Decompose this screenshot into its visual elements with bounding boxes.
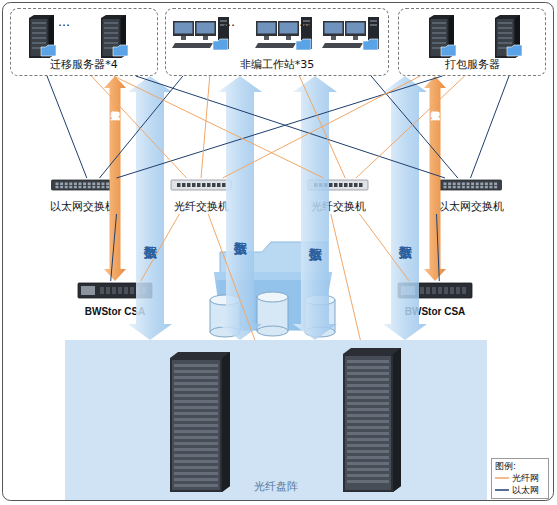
legend-line	[495, 477, 509, 479]
node-label: 打包服务器	[399, 57, 545, 72]
thin-line-layer	[47, 76, 509, 340]
node-label: 光纤盘阵	[65, 479, 487, 494]
fibre-link	[141, 214, 180, 281]
fc-disk-array-art	[65, 340, 487, 500]
node-label: 非编工作站*35	[166, 57, 388, 72]
link-line	[111, 214, 117, 281]
fibre-link	[331, 214, 361, 340]
link-line	[331, 214, 361, 340]
ethernet-link	[47, 76, 87, 178]
legend-box: 图例:光纤网以太网	[491, 458, 549, 499]
ethernet-link	[100, 76, 183, 178]
server-group: 迁移服务器*4	[10, 8, 158, 76]
fibre-link	[360, 214, 410, 281]
fc-switch: 光纤交换机	[165, 178, 237, 214]
link-line	[371, 76, 458, 178]
link-line	[356, 76, 465, 178]
link-line	[47, 76, 87, 178]
fibre-link	[91, 76, 186, 178]
thick-arrow-layer	[104, 76, 446, 340]
legend-line-sample	[495, 475, 509, 481]
ethernet-link	[471, 76, 510, 178]
legend-line-sample	[495, 487, 509, 493]
csa-server: BWStor CSA	[392, 281, 478, 317]
metadata-flow-arrow	[424, 76, 446, 281]
link-line	[114, 76, 324, 178]
link-line	[117, 76, 443, 178]
link-line	[360, 214, 410, 281]
legend-text: 以太网	[512, 484, 539, 496]
ethernet-link	[371, 76, 458, 178]
node-label: BWStor CSA	[68, 306, 162, 317]
ellipsis-label: …	[299, 15, 311, 29]
node-label: 以太网交换机	[34, 199, 131, 214]
server-group: 打包服务器	[398, 8, 546, 76]
link-line	[223, 76, 421, 178]
node-label: 以太网交换机	[422, 199, 519, 214]
legend-title: 图例:	[495, 461, 545, 472]
ethernet-switch: 以太网交换机	[40, 178, 125, 214]
node-label: 光纤交换机	[159, 199, 243, 214]
link-line	[471, 76, 510, 178]
fibre-link	[114, 76, 324, 178]
link-line	[91, 76, 186, 178]
data-flow-arrow	[218, 76, 262, 340]
link-line	[201, 76, 210, 178]
fibre-link	[356, 76, 465, 178]
ellipsis-label: …	[58, 15, 70, 29]
legend-row: 光纤网	[495, 472, 545, 484]
ethernet-link	[117, 76, 443, 178]
data-flow-arrow	[128, 76, 172, 340]
fibre-link	[201, 76, 210, 178]
ethernet-link	[111, 214, 117, 281]
data-flow-arrow	[383, 76, 427, 340]
ethernet-link	[136, 76, 445, 178]
fibre-link	[208, 214, 255, 340]
ethernet-switch: 以太网交换机	[428, 178, 513, 214]
ellipsis-label: …	[223, 15, 235, 29]
node-label: 光纤交换机	[296, 199, 380, 214]
link-line	[136, 76, 445, 178]
fibre-link	[223, 76, 421, 178]
fibre-link	[299, 76, 345, 178]
legend-row: 以太网	[495, 484, 545, 496]
link-line	[141, 214, 180, 281]
fc-switch: 光纤交换机	[302, 178, 374, 214]
node-label: BWStor CSA	[388, 306, 482, 317]
metadata-flow-arrow	[104, 76, 126, 281]
link-line	[208, 214, 255, 340]
link-line	[437, 214, 440, 281]
legend-text: 光纤网	[512, 472, 539, 484]
link-line	[299, 76, 345, 178]
fc-disk-array: 光纤盘阵	[65, 340, 487, 500]
data-flow-arrow	[293, 76, 337, 340]
legend-line	[495, 489, 509, 491]
csa-server: BWStor CSA	[72, 281, 158, 317]
ethernet-link	[437, 214, 440, 281]
node-label: 迁移服务器*4	[11, 57, 157, 72]
link-line	[100, 76, 183, 178]
outer-frame	[3, 3, 554, 501]
disk-illustration	[210, 292, 335, 337]
workstation-group: 非编工作站*35	[165, 8, 389, 76]
